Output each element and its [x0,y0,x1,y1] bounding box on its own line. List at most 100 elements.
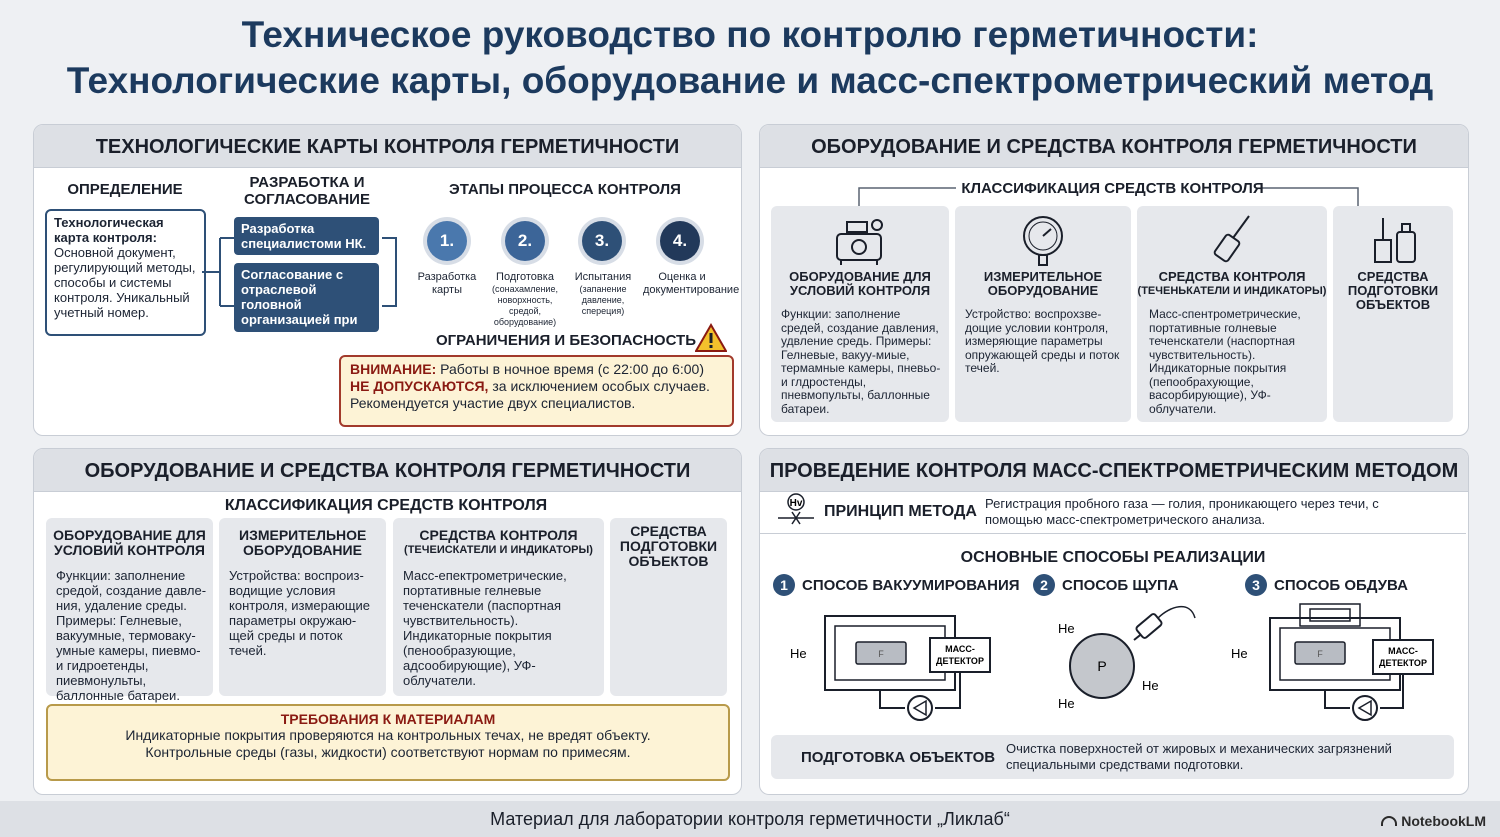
title-line-1: Техническое руководство по контролю герм… [241,14,1259,55]
probe-he-label-1: He [1058,621,1075,636]
footer-text: Материал для лаборатории контроля гермет… [490,809,1010,829]
equipment-top-header: ОБОРУДОВАНИЕ И СРЕДСТВА КОНТРОЛЯ ГЕРМЕТИ… [760,125,1468,168]
stage-4-label: Оценка и документирование [643,271,740,296]
equipment-top-class-title: КЛАССИФИКАЦИЯ СРЕДСТВ КОНТРОЛЯ [961,180,1264,197]
equipment-card-control-text: Масс-спентрометрические, портативные гол… [1149,307,1301,416]
development-title: РАЗРАБОТКА И СОГЛАСОВАНИЕ [244,174,370,208]
bottom-card-prep-title: СРЕДСТВА ПОДГОТОВКИ ОБЪЕКТОВ [619,523,718,569]
definition-term: Технологическая карта контроля: [54,215,164,245]
warning-text-3: Рекомендуется участие двух специалистов. [350,395,636,411]
compressor-icon [836,219,883,265]
probe-object-label: P [1097,658,1106,674]
bottom-card-control-text: Масс-епектрометрические, портативные гел… [403,568,567,688]
materials-requirements: ТРЕБОВАНИЯ К МАТЕРИАЛАМ Индикаторные пок… [46,704,730,781]
equipment-card-measuring-title: ИЗМЕРИТЕЛЬНОЕ ОБОРУДОВАНИЕ [983,269,1103,298]
warning-text-2: за исключением особых случаев. [488,378,710,394]
equipment-card-conditions-text: Функции: заполнение средей, создание дав… [781,307,941,416]
development-box-1: Разработка специалистоми НК. [234,217,379,255]
stage-3-circle: 3. [582,221,622,261]
stage-1-label: Разработка карты [417,271,477,296]
warning-label-2: НЕ ДОПУСКАЮТСЯ, [350,378,489,394]
method-2-label: СПОСОБ ЩУПА [1062,577,1179,594]
warning-label: ВНИМАНИЕ: [350,361,437,377]
probe-icon [1213,215,1250,263]
warning-text-1: Работы в ночное время (с 22:00 до 6:00) [436,361,705,377]
bottom-card-measuring-title: ИЗМЕРИТЕЛЬНОЕ ОБОРУДОВАНИЕ [239,527,367,558]
brand-logo: NotebookLM [1381,813,1486,829]
title-line-2: Технологические карты, оборудование и ма… [66,60,1434,101]
classification-bracket [858,187,1359,206]
blowing-object-label: F [1317,649,1323,659]
brand-icon [1381,816,1398,826]
radiation-icon-label: Hv [790,498,803,509]
equipment-card-prep: СРЕДСТВА ПОДГОТОВКИ ОБЪЕКТОВ [1333,206,1453,422]
night-work-warning: ВНИМАНИЕ: Работы в ночное время (с 22:00… [339,355,734,427]
bottom-card-prep: СРЕДСТВА ПОДГОТОВКИ ОБЪЕКТОВ [610,518,727,696]
stage-1-circle: 1. [427,221,467,261]
equipment-card-measuring-text: Устройство: воспрохзве-дощие условии кон… [965,307,1120,375]
method-1-number: 1 [773,574,795,596]
prep-text: Очистка поверхностей от жировых и механи… [1006,741,1392,772]
safety-title: ОГРАНИЧЕНИЯ И БЕЗОПАСНОСТЬ [436,332,696,349]
probe-he-label-3: He [1058,696,1075,711]
equipment-card-measuring: ИЗМЕРИТЕЛЬНОЕ ОБОРУДОВАНИЕ Устройство: в… [955,206,1131,422]
vacuum-method-diagram: F He МАСС- ДЕТЕКТОР [790,615,991,721]
prep-title: ПОДГОТОВКА ОБЪЕКТОВ [801,749,996,766]
footer: Материал для лаборатории контроля гермет… [0,801,1500,837]
blowing-he-label: He [1231,646,1248,661]
warning-icon [695,323,727,352]
equipment-card-conditions-title: ОБОРУДОВАНИЕ ДЛЯ УСЛОВИЙ КОНТРОЛЯ [789,269,931,298]
blowing-method-diagram: F He МАСС- ДЕТЕКТОР [1231,603,1434,721]
brand-name: NotebookLM [1401,813,1486,829]
gauge-icon [1023,216,1063,266]
bottom-card-measuring: ИЗМЕРИТЕЛЬНОЕ ОБОРУДОВАНИЕ Устройства: в… [219,518,386,696]
svg-text:ДЕТЕКТОР: ДЕТЕКТОР [1379,658,1427,668]
svg-text:МАСС-: МАСС- [945,644,975,654]
svg-text:МАСС-: МАСС- [1388,646,1418,656]
development-box-2: Согласование с отраслевой головной орган… [234,263,379,342]
definition-title: ОПРЕДЕЛЕНИЕ [67,181,183,198]
method-1-label: СПОСОБ ВАКУУМИРОВАНИЯ [802,577,1020,594]
bottom-card-conditions: ОБОРУДОВАНИЕ ДЛЯ УСЛОВИЙ КОНТРОЛЯ Функци… [46,518,213,703]
bottom-card-control: СРЕДСТВА КОНТРОЛЯ(ТЕЧЕИСКАТЕЛИ И ИНДИКАТ… [393,518,604,696]
development-connector [202,237,397,307]
equipment-card-control-title: СРЕДСТВА КОНТРОЛЯ(ТЕЧЕНЬКАТЕЛИ И ИНДИКАТ… [1137,269,1327,298]
requirements-title: ТРЕБОВАНИЯ К МАТЕРИАЛАМ [280,711,496,727]
equipment-bottom-class-title: КЛАССИФИКАЦИЯ СРЕДСТВ КОНТРОЛЯ [224,497,548,514]
page-title: Техническое руководство по контролю герм… [0,12,1500,104]
equipment-card-conditions: ОБОРУДОВАНИЕ ДЛЯ УСЛОВИЙ КОНТРОЛЯ Функци… [771,206,949,422]
principle-divider [760,533,1466,534]
principle-title: ПРИНЦИП МЕТОДА [824,503,977,520]
stage-2-circle: 2. [505,221,545,261]
stage-2-label: Подготовка(сонахамление, новорхность, ср… [492,271,558,327]
equipment-card-prep-title: СРЕДСТВА ПОДГОТОВКИ ОБЪЕКТОВ [1347,269,1439,312]
stages-title: ЭТАПЫ ПРОЦЕССА КОНТРОЛЯ [449,181,681,198]
radiation-icon: Hv [778,493,814,525]
mass-spec-header: ПРОВЕДЕНИЕ КОНТРОЛЯ МАСС-СПЕКТРОМЕТРИЧЕС… [760,449,1468,492]
bottom-card-conditions-text: Функции: заполнение средой, создание дав… [56,568,207,703]
equipment-card-control: СРЕДСТВА КОНТРОЛЯ(ТЕЧЕНЬКАТЕЛИ И ИНДИКАТ… [1137,206,1327,422]
method-3-number: 3 [1245,574,1267,596]
stage-4-circle: 4. [660,221,700,261]
equipment-bottom-header: ОБОРУДОВАНИЕ И СРЕДСТВА КОНТРОЛЯ ГЕРМЕТИ… [34,449,741,492]
bottom-card-measuring-text: Устройства: воспроиз-водищие условия кон… [229,568,371,658]
tech-maps-header: ТЕХНОЛОГИЧЕСКИЕ КАРТЫ КОНТРОЛЯ ГЕРМЕТИЧН… [34,125,741,168]
stage-3-label: Испытания(запанение давление, спереция) [574,271,632,316]
definition-box: Технологическая карта контроля: Основной… [45,209,206,336]
probe-he-label-2: He [1142,678,1159,693]
vacuum-he-label: He [790,646,807,661]
methods-title: ОСНОВНЫЕ СПОСОБЫ РЕАЛИЗАЦИИ [960,549,1266,566]
vacuum-object-label: F [878,649,884,659]
method-2-number: 2 [1033,574,1055,596]
definition-text: Основной документ, регулирующий методы, … [54,245,196,320]
objects-preparation: ПОДГОТОВКА ОБЪЕКТОВ Очистка поверхностей… [771,735,1454,779]
principle-text: Регистрация пробного газа — голия, прони… [985,496,1379,527]
cleaning-icon [1374,218,1416,263]
bottom-card-control-title: СРЕДСТВА КОНТРОЛЯ(ТЕЧЕИСКАТЕЛИ И ИНДИКАТ… [404,527,593,557]
requirements-line-2: Контрольные среды (газы, жидкости) соотв… [145,744,631,760]
requirements-line-1: Индикаторные покрытия проверяются на кон… [125,727,651,743]
bottom-card-conditions-title: ОБОРУДОВАНИЕ ДЛЯ УСЛОВИЙ КОНТРОЛЯ [53,527,206,558]
probe-method-diagram: P He He He [1058,606,1196,711]
svg-text:ДЕТЕКТОР: ДЕТЕКТОР [936,656,984,666]
method-3-label: СПОСОБ ОБДУВА [1274,577,1408,594]
